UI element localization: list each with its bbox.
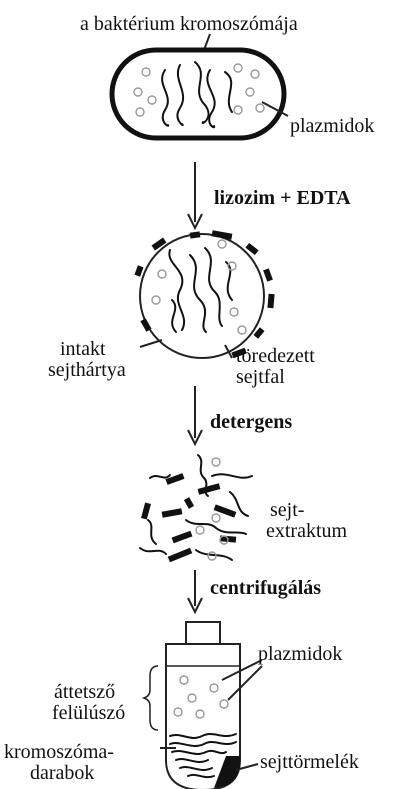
plasmids-bottom-label: plazmidok	[258, 643, 342, 665]
bacterium-cell	[112, 50, 284, 138]
supernatant-label-1: áttetsző	[54, 681, 115, 703]
step-3-label: centrifugálás	[210, 577, 321, 599]
membrane-label-2: sejthártya	[48, 359, 126, 381]
step-1-label: lizozim + EDTA	[214, 187, 351, 209]
extract-label-2: extraktum	[266, 520, 348, 542]
membrane-pointer	[140, 340, 162, 347]
extract-label-1: sejt-	[270, 499, 304, 521]
step-2-label: detergens	[210, 411, 292, 433]
wall-label-2: sejtfal	[236, 366, 285, 388]
wall-label-1: töredezett	[236, 345, 315, 367]
cell-extract	[140, 455, 252, 562]
fragments-label-1: kromoszóma-	[4, 741, 114, 763]
membrane-label-1: intakt	[60, 338, 106, 360]
supernatant-label-2: felülúszó	[52, 702, 125, 724]
chromosome-label: a baktérium kromoszómája	[80, 13, 298, 35]
supernatant-brace	[144, 666, 158, 730]
plasmids-top-label: plazmidok	[290, 115, 374, 137]
fragments-label-2: darabok	[30, 762, 94, 784]
intact-cell-membrane	[140, 234, 264, 358]
debris-label: sejttörmelék	[260, 751, 359, 773]
